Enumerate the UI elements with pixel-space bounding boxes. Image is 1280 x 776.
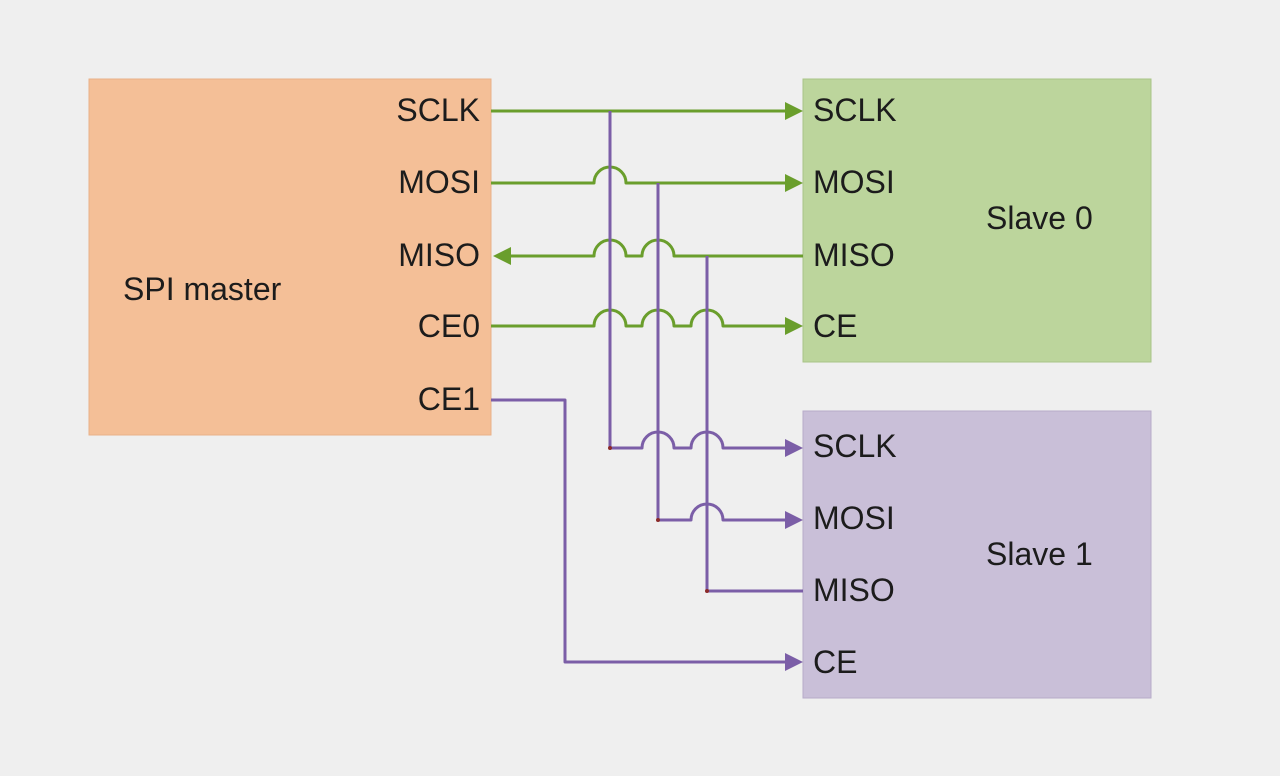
wire-sclk-to-slave1 [610, 430, 803, 457]
wire-mosi-master-to-slave0 [491, 165, 803, 192]
master-pin-ce1: CE1 [418, 381, 480, 417]
junction-sclk [608, 446, 612, 450]
slave1-block [802, 410, 1152, 699]
slave1-pin-sclk: SCLK [813, 428, 897, 464]
slave0-pin-ce: CE [813, 308, 857, 344]
slave1-pin-miso: MISO [813, 572, 895, 608]
master-pin-ce0: CE0 [418, 308, 480, 344]
master-pin-mosi: MOSI [398, 164, 480, 200]
wire-miso-slave0-to-master [493, 238, 803, 265]
slave1-pin-mosi: MOSI [813, 500, 895, 536]
junction-miso [705, 589, 709, 593]
slave1-pin-ce: CE [813, 644, 857, 680]
junction-mosi [656, 518, 660, 522]
master-pin-sclk: SCLK [396, 92, 480, 128]
slave0-pin-mosi: MOSI [813, 164, 895, 200]
slave0-pin-sclk: SCLK [813, 92, 897, 128]
wire-ce0-master-to-slave0 [491, 308, 803, 335]
slave0-pin-miso: MISO [813, 237, 895, 273]
wire-ce1-master-to-slave1 [491, 398, 803, 671]
master-title: SPI master [123, 271, 282, 307]
spi-master-block [88, 78, 492, 436]
slave0-title: Slave 0 [986, 200, 1093, 236]
slave0-block [802, 78, 1152, 363]
wire-mosi-to-slave1 [658, 502, 803, 529]
master-pin-miso: MISO [398, 237, 480, 273]
slave1-title: Slave 1 [986, 536, 1093, 572]
